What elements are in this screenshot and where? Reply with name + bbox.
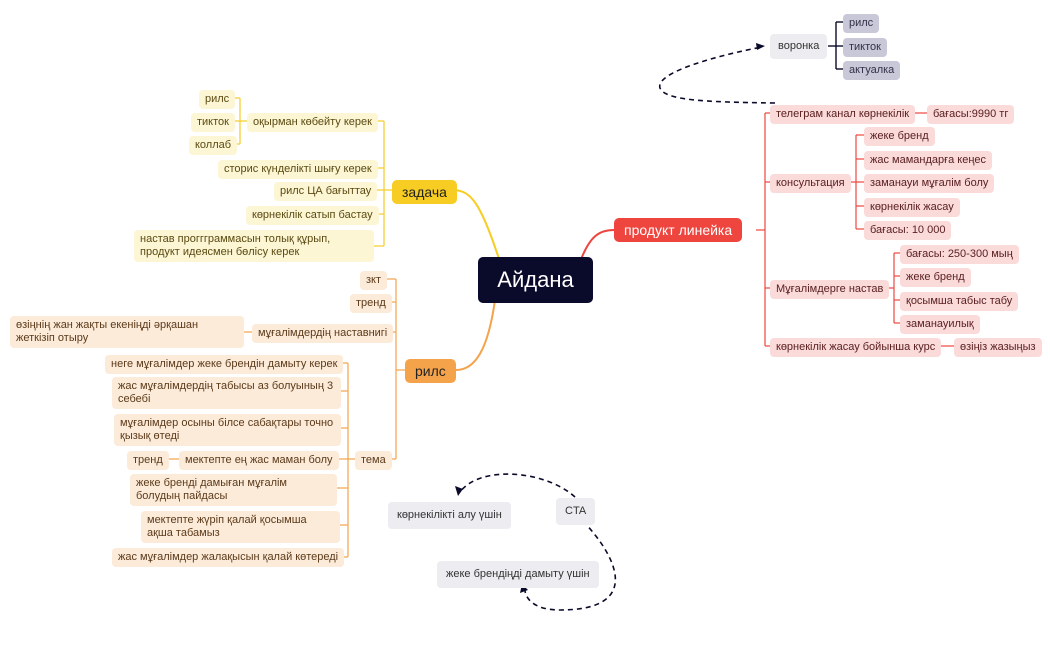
- node-audience[interactable]: оқырман көбейту керек: [247, 113, 378, 132]
- branch-reels[interactable]: рилс: [405, 359, 456, 383]
- node-mentor-item-4[interactable]: заманауилық: [900, 315, 980, 334]
- node-trend[interactable]: тренд: [350, 294, 392, 313]
- node-audience-tiktok[interactable]: тикток: [191, 113, 235, 132]
- node-cta[interactable]: CTA: [556, 498, 596, 525]
- node-telegram[interactable]: телеграм канал көрнекілік: [770, 105, 916, 124]
- branch-zadacha-label: задача: [402, 184, 447, 200]
- node-program[interactable]: настав проггграммасын толық құрып, проду…: [134, 230, 374, 262]
- node-course-note[interactable]: өзіңіз жазыңыз: [954, 338, 1042, 357]
- node-consult-item-5[interactable]: бағасы: 10 000: [864, 221, 952, 240]
- branch-reels-label: рилс: [415, 363, 446, 379]
- node-reels-ca[interactable]: рилс ЦА бағыттау: [274, 182, 378, 201]
- branch-products[interactable]: продукт линейка: [614, 218, 743, 242]
- node-funnel-reels[interactable]: рилс: [843, 14, 880, 33]
- node-audience-collab[interactable]: коллаб: [189, 136, 238, 155]
- node-consult-item-3[interactable]: заманауи мұғалім болу: [864, 174, 995, 193]
- node-tema-item-4[interactable]: мектепте ең жас маман болу: [179, 451, 339, 470]
- node-cta-brand[interactable]: жеке брендіңді дамыту үшін: [437, 561, 599, 588]
- node-tema[interactable]: тема: [355, 451, 392, 470]
- root-label: Айдана: [497, 267, 574, 292]
- node-mentor-item-3[interactable]: қосымша табыс табу: [900, 292, 1019, 311]
- node-consult-item-2[interactable]: жас мамандарға кеңес: [864, 151, 993, 170]
- node-tema-item-3[interactable]: мұғалімдер осыны білсе сабақтары точно қ…: [114, 414, 341, 446]
- node-stories[interactable]: сторис күнделікті шығу керек: [218, 160, 378, 179]
- node-tema-item-5[interactable]: жеке бренді дамыған мұғалім болудың пайд…: [130, 474, 337, 506]
- node-funnel[interactable]: воронка: [770, 34, 828, 59]
- node-sell-visual[interactable]: көрнекілік сатып бастау: [246, 206, 379, 225]
- node-mentor-item-1[interactable]: бағасы: 250-300 мың: [900, 245, 1019, 264]
- branch-zadacha[interactable]: задача: [392, 180, 457, 204]
- node-zkt[interactable]: зкт: [360, 271, 388, 290]
- node-funnel-actual[interactable]: актуалка: [843, 61, 901, 80]
- node-course[interactable]: көрнекілік жасау бойынша курс: [770, 338, 942, 357]
- branch-products-label: продукт линейка: [624, 222, 733, 238]
- node-mentoring[interactable]: мұғалімдердің наставнигі: [252, 324, 394, 343]
- node-young-trend[interactable]: тренд: [127, 451, 169, 470]
- node-tema-item-6[interactable]: мектепте жүріп қалай қосымша ақша табамы…: [141, 511, 340, 543]
- node-cta-visual[interactable]: көрнекілікті алу үшін: [388, 502, 511, 529]
- node-tema-item-1[interactable]: неге мұғалімдер жеке брендін дамыту кере…: [105, 355, 344, 374]
- node-mentoring-note[interactable]: өзіңнің жан жақты екеніңді әрқашан жеткі…: [10, 316, 244, 348]
- node-funnel-tiktok[interactable]: тикток: [843, 38, 887, 57]
- node-tema-item-2[interactable]: жас мұғалімдердің табысы аз болуының 3 с…: [112, 377, 341, 409]
- node-consult-item-1[interactable]: жеке бренд: [864, 127, 935, 146]
- node-consult[interactable]: консультация: [770, 174, 851, 193]
- root-node[interactable]: Айдана: [478, 257, 593, 303]
- node-mentor[interactable]: Мұғалімдерге настав: [770, 280, 890, 299]
- node-consult-item-4[interactable]: көрнекілік жасау: [864, 198, 960, 217]
- node-tema-item-7[interactable]: жас мұғалімдер жалақысын қалай көтереді: [112, 548, 345, 567]
- node-telegram-price[interactable]: бағасы:9990 тг: [927, 105, 1015, 124]
- node-mentor-item-2[interactable]: жеке бренд: [900, 268, 971, 287]
- node-audience-reels[interactable]: рилс: [199, 90, 236, 109]
